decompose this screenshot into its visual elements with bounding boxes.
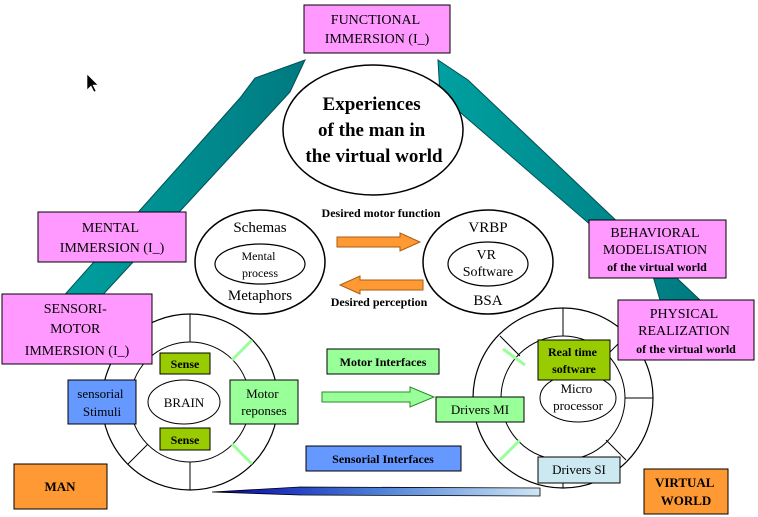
experiences-ellipse [282,64,464,196]
functional-immersion-label: FUNCTIONAL IMMERSION (I_) [325,13,430,47]
physical-realization-box [617,299,755,361]
drivers-mi-box [435,396,525,423]
motor-reponses-box [229,379,299,425]
sense-bottom-label: Sense [171,433,200,447]
sense-top-label: Sense [171,357,200,371]
brain-label: BRAIN [164,395,205,410]
sensorial-interfaces-label: Sensorial Interfaces [332,452,434,466]
desired-perception-arrow [338,275,424,295]
drivers-mi-label: Drivers MI [451,402,509,417]
mental-immersion-box [37,211,187,263]
drivers-si-label: Drivers SI [552,462,606,477]
mental-process-ellipse [214,243,306,285]
motor-interfaces-arrow [321,386,436,408]
motor-interfaces-box [326,348,440,375]
mental-immersion-label: MENTAL IMMERSION (I_) [60,221,165,256]
desired-motor-arrow [336,232,422,252]
sensorial-interfaces-box [305,445,462,472]
sensori-motor-immersion-box [1,293,153,365]
functional-immersion-box [303,4,451,54]
mental-process-label: Mental process [242,249,279,280]
sensorial-interfaces-arrow [211,486,541,497]
real-time-software-label: Real time software [548,345,600,376]
sensori-motor-immersion-label: SENSORI- MOTOR IMMERSION (I_) [25,302,130,359]
mouse-cursor-icon [86,73,99,93]
man-box [13,463,108,510]
physical-realization-label: PHYSICAL REALIZATION of the virtual worl… [636,305,736,356]
sensorial-stimuli-label: sensorial Stimuli [77,386,126,419]
motor-interfaces-label: Motor Interfaces [340,355,427,369]
virtual-world-label: VIRTUAL WORLD [655,475,717,508]
schemas-label: Schemas [233,220,286,236]
vrbp-label: VRBP [468,220,507,236]
desired-motor-label: Desired motor function [322,206,441,220]
sense-top-box [159,352,211,375]
micro-processor-label: Micro processor [553,381,603,413]
bsa-label: BSA [473,293,502,309]
vr-software-ellipse [447,241,529,287]
sense-bottom-box [159,427,211,451]
behavioral-modelisation-label: BEHAVIORAL MODELISATION of the virtual w… [603,224,711,274]
motor-reponses-label: Motor reponses [241,386,287,418]
virtual-world-box [643,468,729,515]
real-time-software-box [537,339,611,381]
man-label: MAN [44,479,76,494]
metaphors-label: Metaphors [228,288,292,304]
sensorial-stimuli-box [67,379,137,425]
experiences-label: Experiences of the man in the virtual wo… [305,94,443,167]
behavioral-modelisation-box [588,219,727,279]
drivers-si-box [537,456,621,484]
vr-software-label: VR Software [463,248,514,280]
desired-perception-label: Desired perception [331,295,428,309]
